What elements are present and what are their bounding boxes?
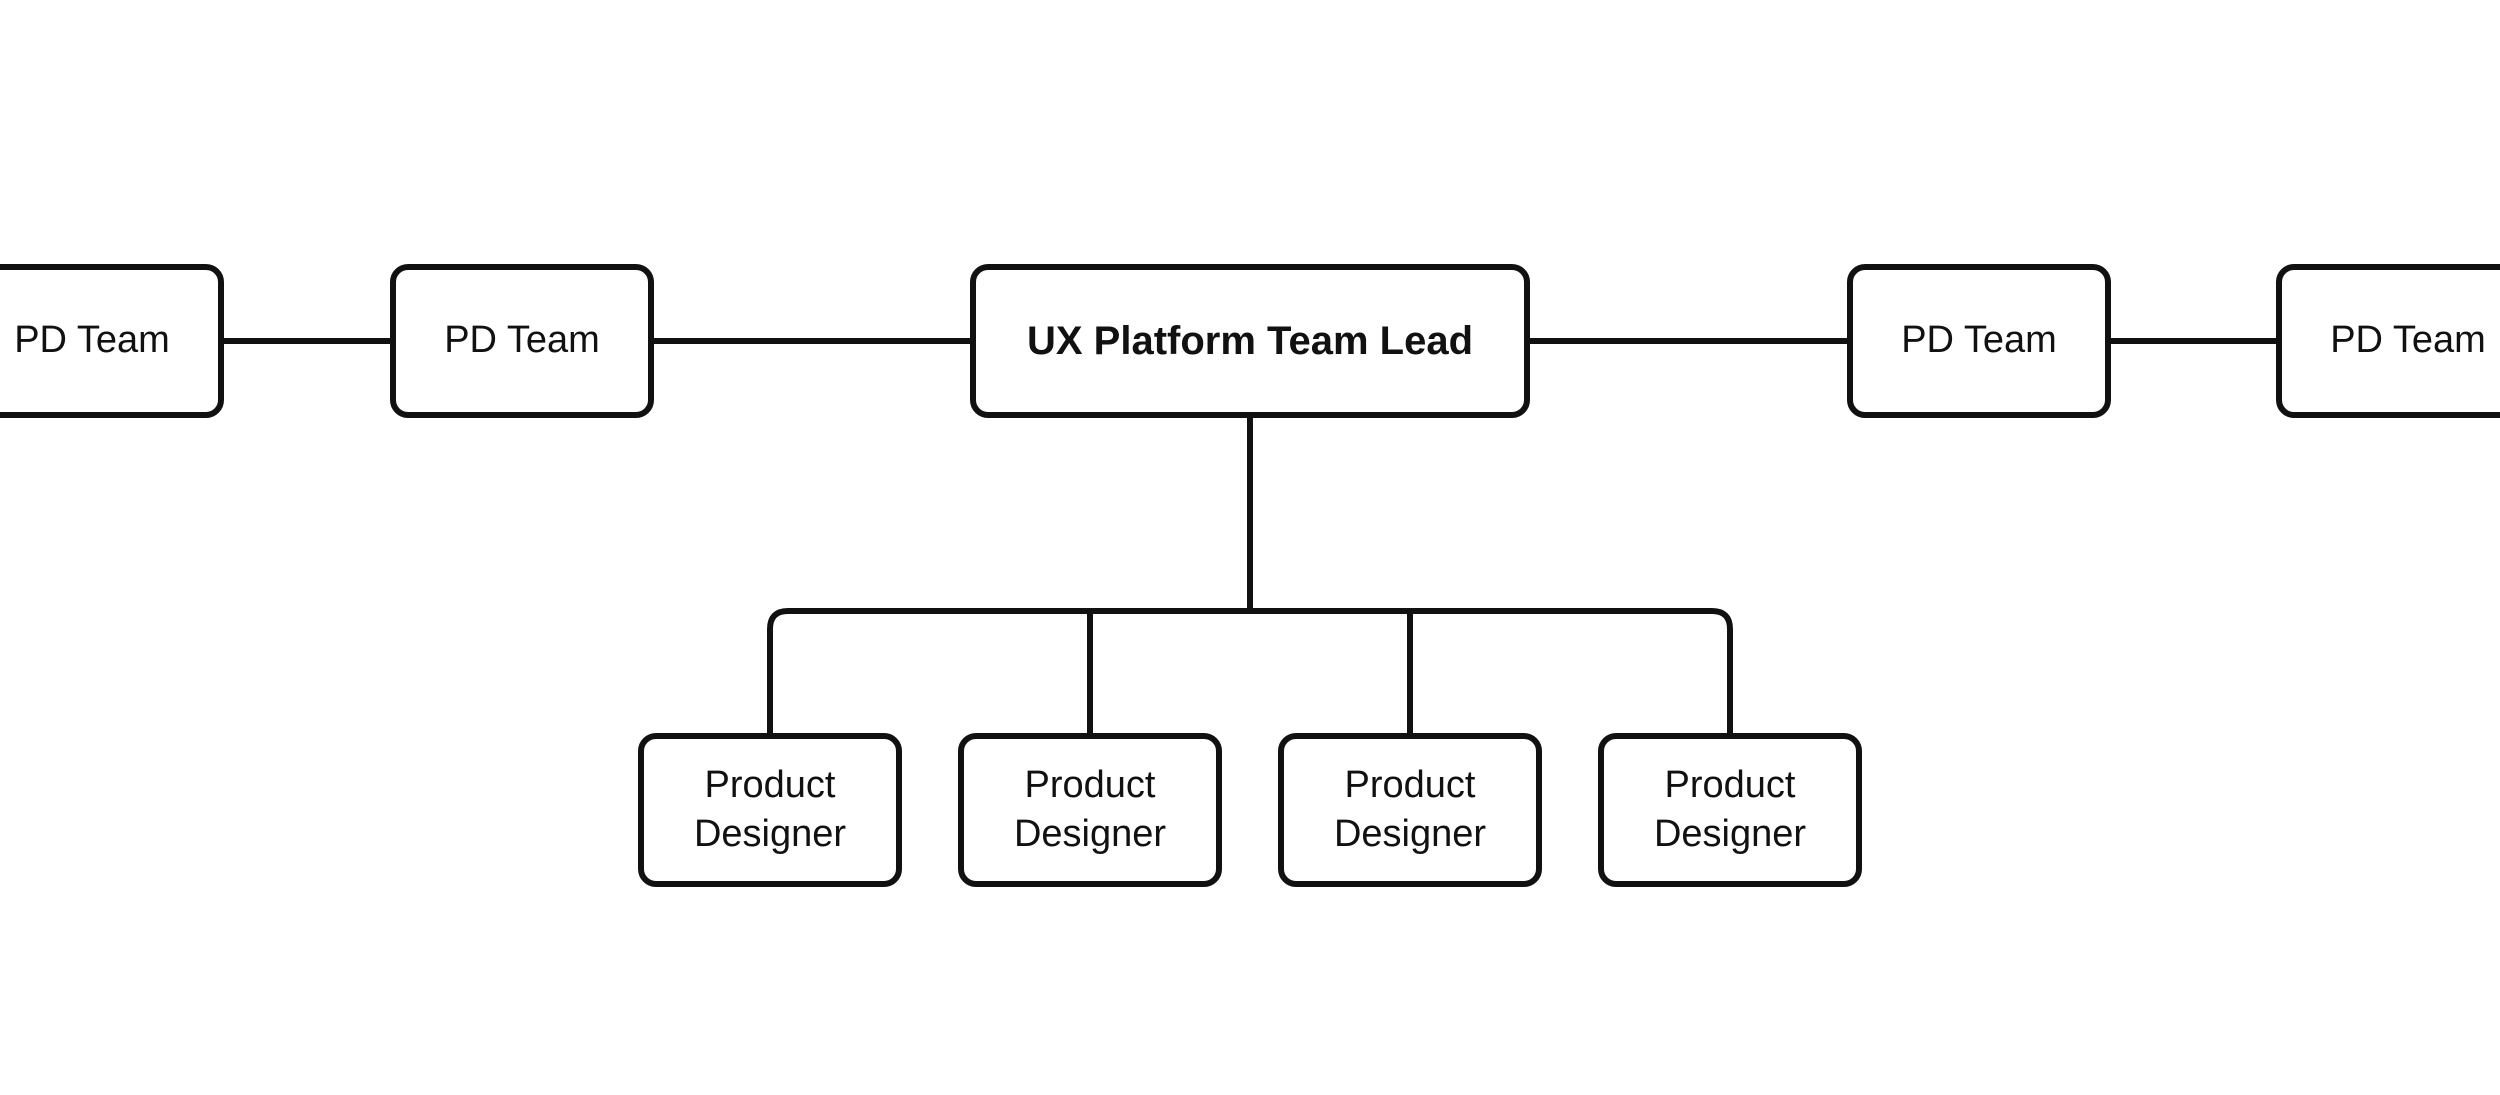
product-designer-label: Product Designer <box>1333 763 1487 855</box>
pd-team-label: PD Team <box>14 319 170 362</box>
product-designer-label: Product Designer <box>693 763 847 855</box>
pd-team-node-left-outer[interactable]: PD Team <box>0 264 224 418</box>
pd-team-label: PD Team <box>1901 319 2057 362</box>
product-designer-node-4[interactable]: Product Designer <box>1598 733 1862 887</box>
pd-team-node-left-inner[interactable]: PD Team <box>390 264 654 418</box>
product-designer-node-3[interactable]: Product Designer <box>1278 733 1542 887</box>
product-designer-node-1[interactable]: Product Designer <box>638 733 902 887</box>
pd-team-label: PD Team <box>444 319 600 362</box>
team-lead-node[interactable]: UX Platform Team Lead <box>970 264 1530 418</box>
product-designer-label: Product Designer <box>1653 763 1807 855</box>
team-lead-label: UX Platform Team Lead <box>1026 319 1474 363</box>
connector-designer-bus <box>767 608 1733 736</box>
pd-team-node-right-inner[interactable]: PD Team <box>1847 264 2111 418</box>
pd-team-node-right-outer[interactable]: PD Team <box>2276 264 2500 418</box>
product-designer-node-2[interactable]: Product Designer <box>958 733 1222 887</box>
product-designer-label: Product Designer <box>1013 763 1167 855</box>
pd-team-label: PD Team <box>2330 319 2486 362</box>
